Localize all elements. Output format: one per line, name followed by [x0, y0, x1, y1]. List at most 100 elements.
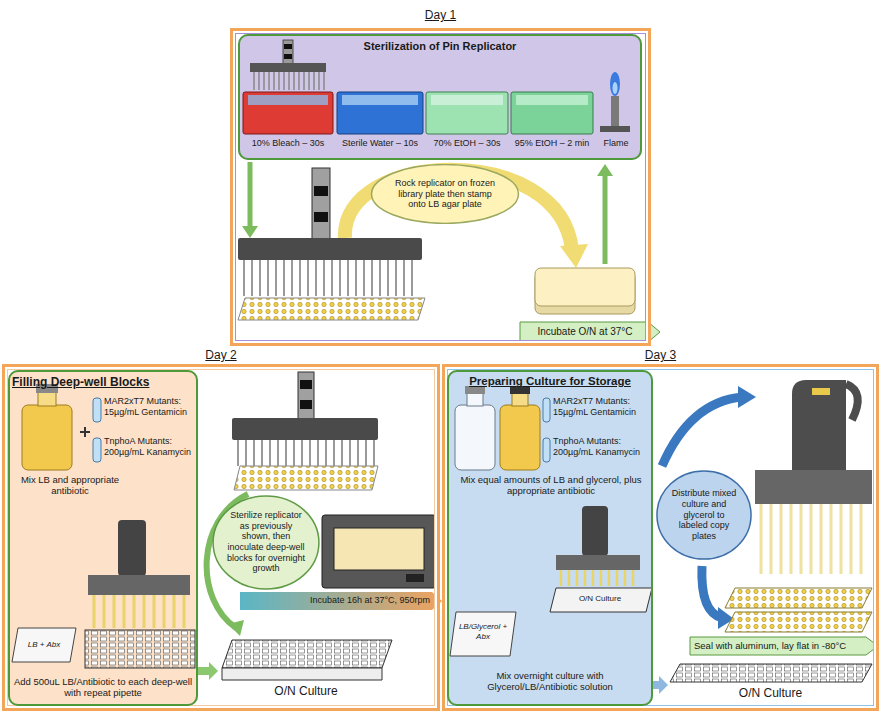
agar-plate	[535, 268, 635, 306]
multichannel-pipette	[755, 470, 872, 504]
annotation-label: LB + Abx	[18, 640, 70, 650]
multichannel-pipette	[761, 504, 861, 574]
reagent-trough	[450, 612, 516, 656]
box-fill	[238, 34, 642, 160]
bunsen-burner	[600, 126, 630, 132]
step-box: Preparing Culture for StorageMix equal a…	[447, 370, 653, 706]
small-pin-replicator	[250, 63, 326, 72]
day-heading: Day 3	[445, 348, 876, 362]
annotation-label: Incubate O/N at 37°C	[524, 326, 646, 338]
step-text: Mix overnight culture with Glycerol/LB/A…	[451, 670, 649, 693]
multichannel-pipette	[85, 630, 195, 668]
pin-replicator	[300, 380, 312, 389]
seal-banner	[690, 637, 878, 655]
bath-trays	[431, 95, 503, 105]
small-pin-replicator	[283, 40, 293, 64]
ellipse-outline	[657, 471, 751, 559]
annotation-label: Seal with aluminum, lay flat in -80°C	[694, 640, 864, 651]
annotation-label: Incubate 16h at 37°C, 950rpm	[306, 595, 434, 606]
pin-replicator	[238, 298, 425, 320]
bunsen-burner	[610, 72, 620, 96]
multichannel-pipette	[846, 384, 858, 420]
small-pin-replicator	[250, 40, 326, 90]
flow-arrow	[248, 162, 253, 228]
day-panel: Day 2Filling Deep-well BlocksMix LB and …	[2, 364, 440, 711]
bottles	[465, 386, 485, 394]
pin-replicator	[238, 238, 422, 260]
multichannel-pipette	[556, 555, 640, 570]
annotation-label: 70% EtOH – 30s	[424, 138, 510, 149]
plate-label: O/N Culture	[218, 684, 394, 698]
culture-plate	[222, 668, 382, 680]
bath-trays	[337, 92, 423, 134]
pin-replicator	[232, 418, 378, 440]
incubate-banner	[520, 322, 660, 342]
ellipse-outline	[372, 165, 519, 224]
annotation-label: MAR2xT7 Mutants: 15µg/mL Gentamicin	[104, 396, 196, 418]
box-heading: Filling Deep-well Blocks	[12, 375, 194, 389]
flow-connector	[653, 676, 668, 694]
culture-plate	[670, 664, 872, 682]
multichannel-pipette	[88, 575, 190, 595]
flow-connector	[198, 662, 218, 680]
box-heading: Preparing Culture for Storage	[451, 375, 649, 389]
reagent-trough	[12, 628, 76, 662]
callout-ellipse: Distribute mixed culture and glycerol to…	[656, 470, 752, 560]
callout-ellipse: Sterilize replicator as previously shown…	[212, 495, 320, 590]
ellipse-outline	[213, 495, 319, 588]
inoculate-arrow	[228, 620, 244, 636]
step-text: Mix equal amounts of LB and glycerol, pl…	[453, 474, 649, 497]
multichannel-pipette	[725, 588, 872, 608]
culture-plate	[222, 640, 392, 680]
small-pin-replicator	[254, 72, 324, 90]
arrow-head	[659, 676, 668, 694]
callout-text: Sterilize replicator as previously shown…	[226, 510, 306, 574]
culture-plate-node: O/N Culture	[668, 662, 873, 708]
multichannel-pipette	[550, 588, 652, 612]
bottles	[512, 393, 528, 406]
annotation-label: LB/Glycerol + Abx	[454, 622, 512, 641]
callout-ellipse: Rock replicator on frozen library plate …	[370, 164, 520, 224]
multichannel-pipette	[812, 388, 830, 395]
flow-arrow	[242, 226, 258, 238]
box-fill	[447, 370, 653, 706]
lb-bottle	[22, 384, 101, 470]
annotation-label: TnphoA Mutants: 200µg/mL Kanamycin	[553, 436, 650, 458]
annotation-label: MAR2xT7 Mutants: 15µg/mL Gentamicin	[553, 396, 650, 418]
pin-replicator	[238, 440, 374, 466]
connector-line	[198, 667, 209, 675]
step-text: Mix LB and appropriate antibiotic	[14, 474, 126, 497]
distribute-arrow	[662, 397, 742, 466]
annotation-label: 10% Bleach – 30s	[243, 138, 333, 149]
step-text: Add 500uL LB/Antibiotic to each deep-wel…	[12, 676, 194, 699]
incubator	[322, 515, 436, 588]
lb-bottle	[38, 392, 56, 406]
incubator	[406, 574, 424, 582]
agar-plate	[535, 268, 635, 314]
incubate-banner	[520, 322, 660, 342]
bath-trays	[516, 95, 588, 105]
bunsen-burner	[613, 82, 618, 94]
multichannel-pipette	[94, 595, 184, 628]
culture-plate	[670, 664, 872, 682]
bottles	[455, 405, 495, 470]
bath-trays	[243, 92, 333, 134]
bottles	[543, 398, 550, 422]
pin-replicator	[244, 260, 412, 296]
bunsen-burner	[611, 96, 619, 126]
bottles	[543, 438, 550, 462]
day-panel: Day 1Sterilization of Pin ReplicatorRock…	[230, 28, 651, 346]
lb-bottle	[22, 405, 72, 470]
pin-replicator	[234, 466, 378, 490]
box-fill	[8, 34, 653, 706]
reagent-trough	[12, 628, 76, 662]
stamp-arrow	[560, 244, 588, 268]
connector-line	[653, 681, 659, 689]
bath-trays	[511, 92, 593, 134]
lb-bottle	[93, 398, 101, 422]
callout-text: Rock replicator on frozen library plate …	[390, 178, 501, 210]
incubator	[240, 592, 442, 610]
multichannel-pipette	[118, 520, 146, 576]
multichannel-pipette	[582, 506, 608, 556]
